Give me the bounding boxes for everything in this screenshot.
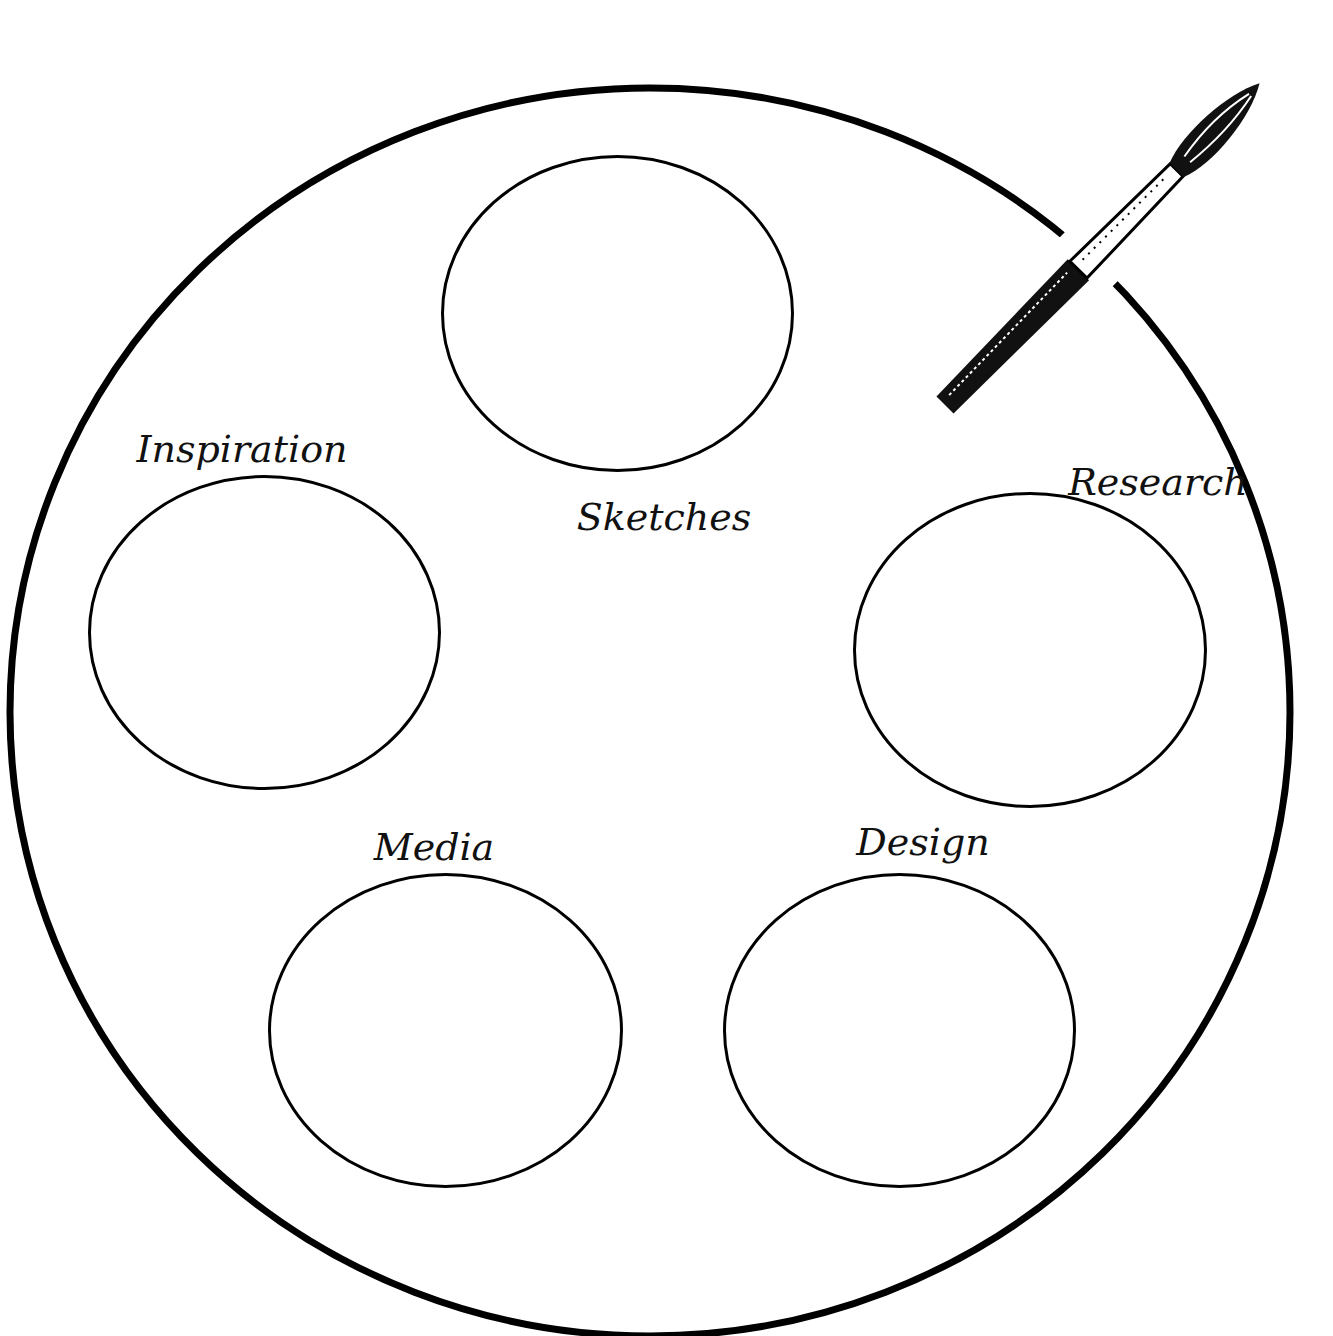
- circle-outline: [88, 475, 441, 790]
- well-label: Research: [1068, 462, 1248, 504]
- circle-outline: [853, 492, 1207, 808]
- well-label: Media: [374, 827, 495, 869]
- circle-outline: [441, 155, 794, 472]
- circle-outline: [725, 875, 1075, 1187]
- circle-outline: [723, 873, 1076, 1188]
- circle-outline: [443, 157, 793, 471]
- well-label: Sketches: [577, 497, 752, 539]
- paint-well-circle: Inspiration: [88, 475, 441, 790]
- circle-outline: [268, 873, 623, 1188]
- circle-outline: [855, 494, 1206, 807]
- well-label: Design: [856, 822, 989, 864]
- paint-well-circle: Sketches: [441, 155, 794, 472]
- circle-outline: [270, 875, 622, 1187]
- paint-well-circle: Design: [723, 873, 1076, 1188]
- paintbrush: [898, 45, 1300, 452]
- paint-well-circle: Media: [268, 873, 623, 1188]
- circle-outline: [90, 477, 440, 789]
- paint-well-circle: Research: [853, 492, 1207, 808]
- well-label: Inspiration: [136, 429, 347, 471]
